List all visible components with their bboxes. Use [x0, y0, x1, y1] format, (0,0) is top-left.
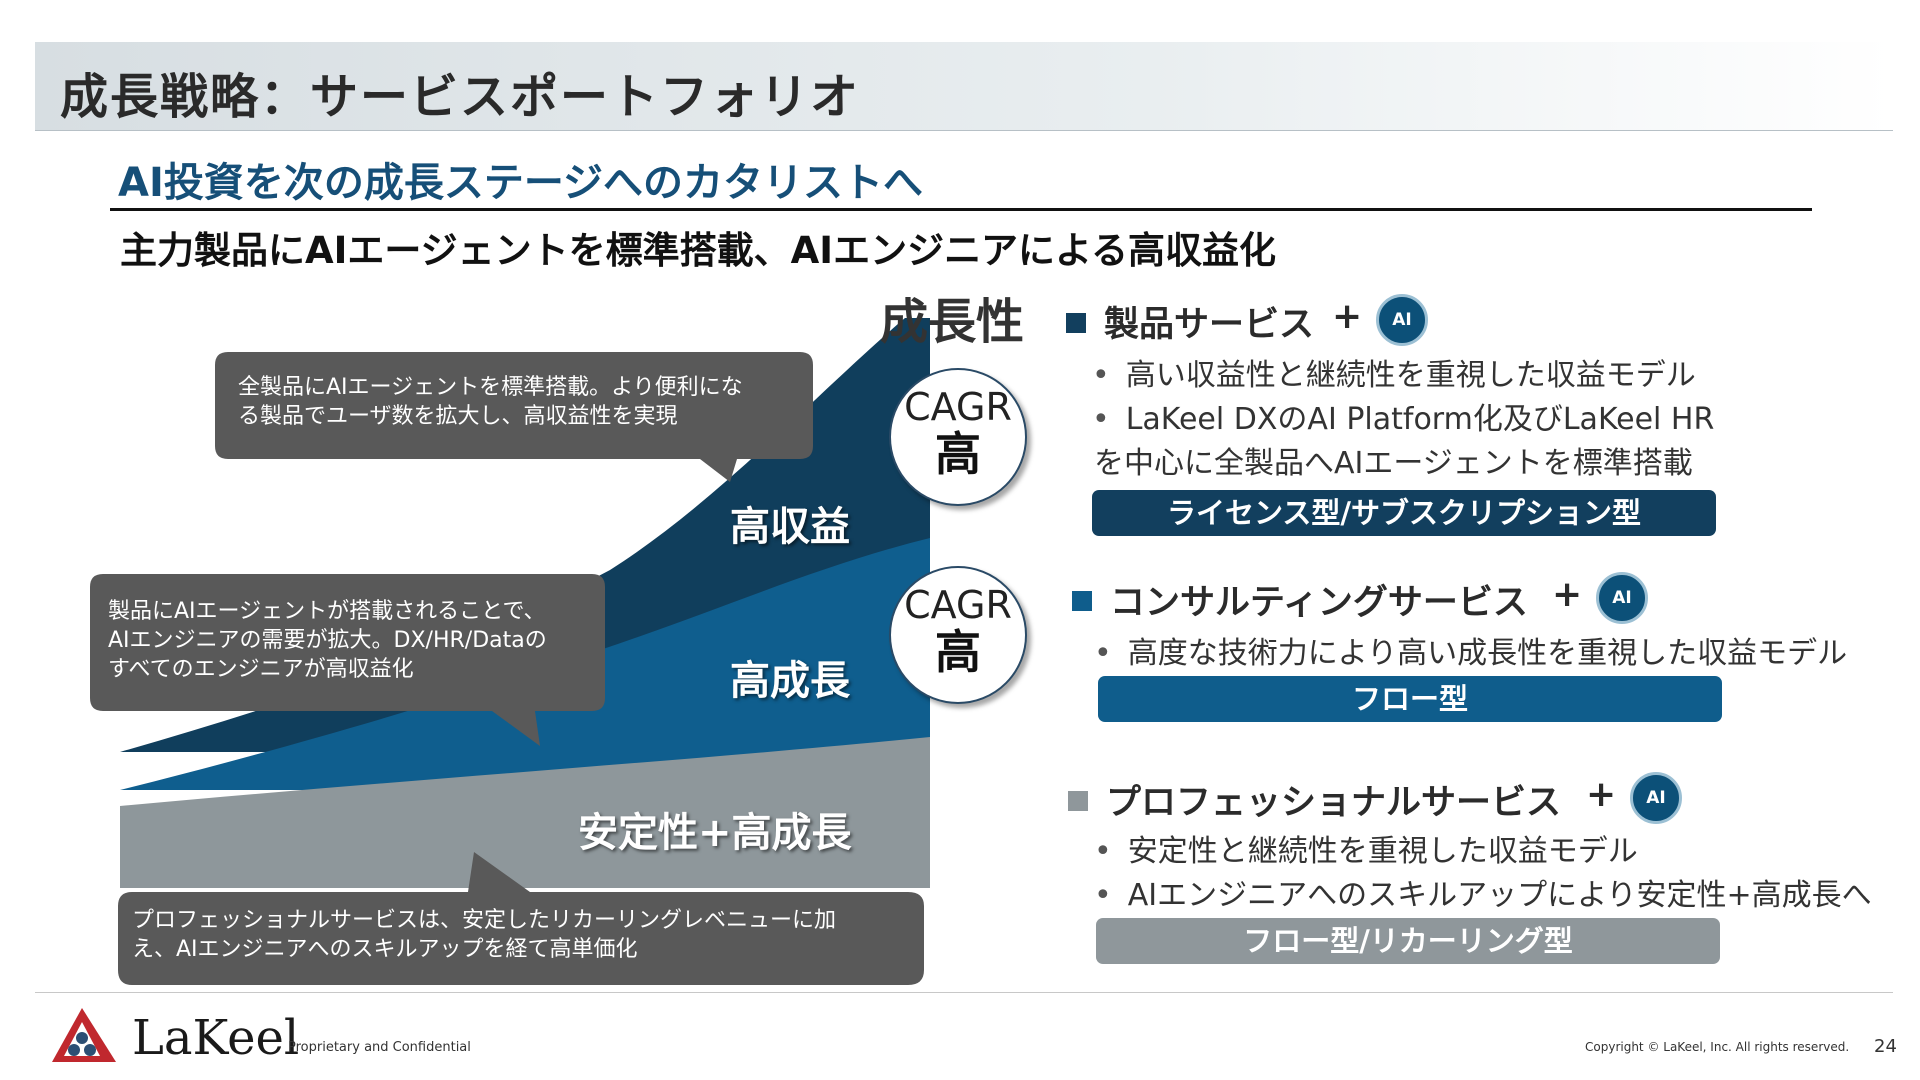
ai-badge-icon: AI: [1596, 572, 1648, 624]
section-heading-professional: プロフェッショナルサービス: [1068, 774, 1561, 825]
band-label-high-growth: 高成長: [730, 658, 850, 704]
slide-tagline: 主力製品にAIエージェントを標準搭載、AIエンジニアによる高収益化: [120, 229, 1276, 272]
slide-title: 成長戦略：サービスポートフォリオ: [60, 69, 861, 125]
band-label-high-profit: 高収益: [730, 504, 850, 550]
ai-badge-icon: AI: [1630, 772, 1682, 824]
ai-badge-icon: AI: [1376, 294, 1428, 346]
bubble-top-text: 全製品にAIエージェントを標準搭載。より便利にな る製品でユーザ数を拡大し、高収…: [238, 373, 743, 431]
bullet-item: • 高い収益性と継続性を重視した収益モデル: [1092, 350, 1696, 394]
plus-icon: +: [1552, 574, 1583, 615]
bullet-text: LaKeel DXのAI Platform化及びLaKeel HR: [1125, 402, 1715, 437]
bullet-text: 高い収益性と継続性を重視した収益モデル: [1125, 358, 1696, 393]
revenue-model-pill-consulting: フロー型: [1098, 676, 1722, 722]
bubble-middle-text: 製品にAIエージェントが搭載されることで、 AIエンジニアの需要が拡大。DX/H…: [108, 597, 547, 684]
band-stable-growth: [120, 737, 930, 888]
bullet-item: • 安定性と継続性を重視した収益モデル: [1094, 826, 1638, 870]
section-heading-text: コンサルティングサービス: [1110, 583, 1528, 623]
cagr-label: CAGR: [904, 385, 1012, 429]
section-heading-text: プロフェッショナルサービス: [1106, 783, 1562, 823]
bubble-line: すべてのエンジニアが高収益化: [108, 657, 414, 682]
subtitle-divider: [110, 208, 1812, 211]
slide-subtitle: AI投資を次の成長ステージへのカタリストへ: [118, 160, 924, 206]
bubble-line: 全製品にAIエージェントを標準搭載。より便利にな: [238, 375, 743, 400]
brand-wordmark: LaKeel: [132, 1010, 300, 1066]
bubble-middle: [90, 574, 605, 746]
cagr-badge-high-growth: CAGR 高: [889, 566, 1027, 704]
bullet-item: • AIエンジニアへのスキルアップにより安定性+高成長へ: [1094, 870, 1872, 914]
section-heading-consulting: コンサルティングサービス: [1072, 574, 1528, 625]
bullet-dot-icon: •: [1092, 402, 1110, 437]
bubble-bottom-text: プロフェッショナルサービスは、安定したリカーリングレベニューに加 え、AIエンジ…: [132, 906, 836, 964]
bullet-text: 高度な技術力により高い成長性を重視した収益モデル: [1127, 636, 1848, 671]
revenue-model-pill-product: ライセンス型/サブスクリプション型: [1092, 490, 1716, 536]
bubble-top: [215, 352, 813, 482]
band-label-stable-growth: 安定性+高成長: [578, 810, 852, 856]
section-heading-text: 製品サービス: [1104, 305, 1315, 345]
revenue-model-pill-professional: フロー型/リカーリング型: [1096, 918, 1720, 964]
bullet-continuation: を中心に全製品へAIエージェントを標準搭載: [1094, 446, 1693, 481]
square-bullet-icon: [1072, 591, 1092, 611]
bubble-line: プロフェッショナルサービスは、安定したリカーリングレベニューに加: [132, 908, 837, 933]
growth-axis-label: 成長性: [880, 294, 1025, 350]
bubble-line: る製品でユーザ数を拡大し、高収益性を実現: [238, 404, 678, 429]
title-bar: 成長戦略：サービスポートフォリオ: [35, 42, 1893, 131]
bullet-dot-icon: •: [1094, 878, 1112, 913]
lakeel-logo-icon: [52, 1008, 116, 1062]
footer-divider: [35, 992, 1893, 993]
cagr-label: CAGR: [904, 583, 1012, 627]
bullet-item: • LaKeel DXのAI Platform化及びLaKeel HR: [1092, 394, 1714, 438]
copyright-note: Copyright © LaKeel, Inc. All rights rese…: [1585, 1040, 1850, 1054]
bullet-text: AIエンジニアへのスキルアップにより安定性+高成長へ: [1127, 878, 1872, 913]
plus-icon: +: [1586, 774, 1617, 815]
cagr-value: 高: [935, 427, 981, 481]
cagr-value: 高: [935, 625, 981, 679]
confidential-note: Proprietary and Confidential: [288, 1040, 471, 1055]
cagr-badge-high-profit: CAGR 高: [889, 368, 1027, 506]
bullet-dot-icon: •: [1094, 636, 1112, 671]
bullet-item: • 高度な技術力により高い成長性を重視した収益モデル: [1094, 628, 1847, 672]
plus-icon: +: [1332, 296, 1363, 337]
bubble-bottom: [118, 852, 924, 985]
square-bullet-icon: [1068, 791, 1088, 811]
bubble-line: 製品にAIエージェントが搭載されることで、: [108, 599, 546, 624]
bullet-dot-icon: •: [1094, 834, 1112, 869]
bubble-line: AIエンジニアの需要が拡大。DX/HR/Dataの: [108, 628, 547, 653]
bubble-line: え、AIエンジニアへのスキルアップを経て高単価化: [132, 937, 638, 962]
bullet-text: 安定性と継続性を重視した収益モデル: [1127, 834, 1638, 869]
band-high-growth: [120, 538, 930, 790]
square-bullet-icon: [1066, 313, 1086, 333]
page-number: 24: [1874, 1036, 1897, 1057]
section-heading-product: 製品サービス: [1066, 296, 1314, 347]
bullet-dot-icon: •: [1092, 358, 1110, 393]
